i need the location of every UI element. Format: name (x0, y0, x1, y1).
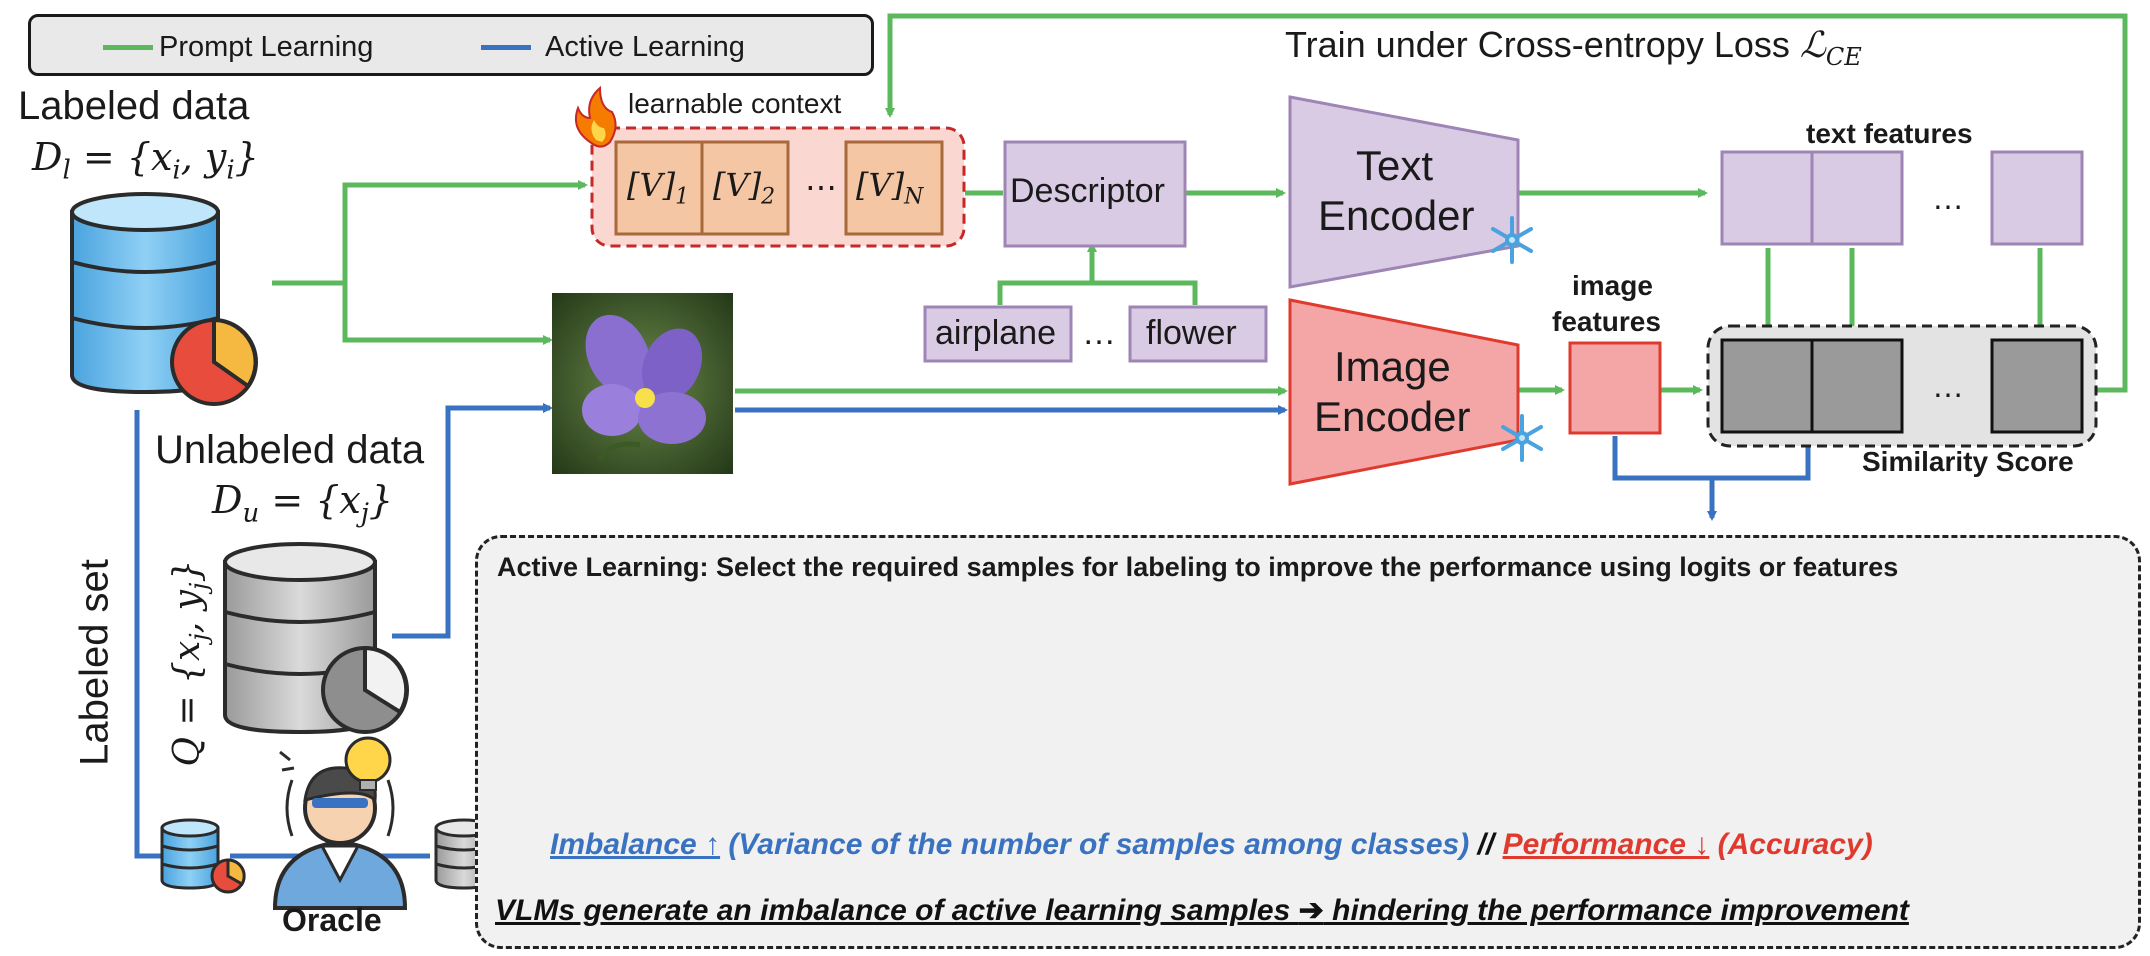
formula-q-end: } (166, 559, 208, 583)
imbalance-line: Imbalance ↑ (Variance of the number of s… (550, 828, 1873, 862)
oracle-person-icon (272, 736, 408, 910)
text-features-label: text features (1806, 118, 1973, 149)
image-feature-box (1568, 341, 1662, 435)
loss-label: Train under Cross-entropy Loss ℒCE (1285, 24, 1862, 71)
formula-q: Q = {x (166, 640, 208, 767)
loss-text: Train under Cross-entropy Loss (1285, 24, 1790, 65)
loss-symbol: ℒ (1799, 25, 1826, 66)
text-features-boxes (1720, 150, 2084, 246)
formula-d: D (32, 135, 63, 179)
performance-text: Performance ↓ (1502, 828, 1710, 861)
imbalance-desc: (Variance of the number of samples among… (720, 828, 1478, 861)
separator: // (1477, 828, 1495, 861)
learnable-context-label: learnable context (628, 88, 842, 119)
token-n-sub: N (904, 184, 924, 210)
prompt-learning-legend-line (103, 45, 153, 50)
flower-image (552, 293, 733, 474)
labeled-data-formula: Dl = {xi, yi} (32, 135, 259, 186)
image-features-label-2: features (1552, 306, 1661, 337)
active-learning-legend-label: Active Learning (545, 31, 745, 63)
legend: Prompt Learning Active Learning (28, 14, 874, 76)
similarity-label: Similarity Score (1862, 446, 2074, 477)
conclusion-part-a: VLMs generate an imbalance of active lea… (495, 894, 1299, 927)
token-2-text: [V] (713, 166, 762, 204)
formula-du: D (212, 478, 243, 522)
loss-subscript: CE (1825, 43, 1862, 72)
labeled-set-formula: Q = {xj, yj} (167, 533, 213, 793)
formula-rhs: = {x (82, 135, 173, 179)
active-learning-panel (475, 535, 2141, 949)
context-token-1: [V]1 (627, 166, 689, 209)
text-encoder-label-2: Encoder (1318, 192, 1475, 239)
labeled-set-title: Labeled set (72, 559, 117, 766)
labeled-database-icon (70, 192, 258, 406)
context-dots: ⋯ (805, 169, 837, 205)
formula-sub-l: l (62, 155, 71, 186)
formula-comma: , y (180, 135, 227, 179)
text-encoder-label-1: Text (1356, 142, 1434, 189)
small-labeled-database-icon (160, 818, 246, 894)
token-1-sub: 1 (675, 184, 690, 210)
formula-end: } (234, 135, 259, 179)
active-learning-title: Active Learning: Select the required sam… (497, 552, 1899, 582)
context-token-2: [V]2 (713, 166, 775, 209)
text-features-dots: … (1932, 180, 1964, 216)
formula-q-sub-j2: j (185, 582, 214, 591)
formula-q-sub-j: j (185, 633, 214, 641)
formula-sub-j: j (360, 498, 369, 529)
descriptor-label: Descriptor (1010, 172, 1165, 210)
unlabeled-data-formula: Du = {xj} (212, 478, 393, 529)
unlabeled-data-title: Unlabeled data (155, 428, 425, 472)
similarity-dots: … (1932, 368, 1964, 404)
formula-sub-i: i (172, 155, 181, 186)
snowflake-icon (1501, 414, 1543, 462)
airplane-label: airplane (935, 314, 1056, 352)
classes-dots: … (1082, 314, 1116, 352)
conclusion-part-b: hindering the performance improvement (1323, 894, 1909, 927)
context-token-n: [V]N (856, 166, 923, 209)
formula-sub-u: u (242, 498, 260, 529)
oracle-label: Oracle (282, 902, 382, 938)
token-n-text: [V] (856, 166, 905, 204)
token-1-text: [V] (627, 166, 676, 204)
unlabeled-database-icon (223, 542, 409, 735)
descriptor-box (1003, 140, 1187, 248)
formula-rhs-u: = {x (271, 478, 361, 522)
formula-end-u: } (368, 478, 394, 522)
text-encoder-shape (1288, 95, 1520, 289)
performance-desc: (Accuracy) (1709, 828, 1873, 861)
formula-q-comma: , y (166, 590, 208, 634)
learnable-context-group (590, 126, 966, 248)
flower-class-box (1128, 305, 1268, 363)
conclusion-line: VLMs generate an imbalance of active lea… (495, 893, 1909, 928)
labeled-data-title: Labeled data (18, 84, 250, 128)
formula-sub-i2: i (226, 155, 235, 186)
snowflake-icon (1491, 216, 1533, 264)
token-2-sub: 2 (761, 184, 776, 210)
image-features-label-1: image (1572, 270, 1653, 301)
fire-icon (574, 85, 617, 148)
image-encoder-label-1: Image (1334, 343, 1451, 390)
conclusion-arrow: ➔ (1298, 894, 1324, 927)
active-learning-legend-line (481, 45, 531, 50)
image-encoder-shape (1288, 298, 1520, 486)
airplane-class-box (923, 305, 1073, 363)
flower-label: flower (1146, 314, 1237, 352)
imbalance-text: Imbalance ↑ (550, 828, 721, 861)
similarity-score-group (1706, 324, 2098, 448)
image-encoder-label-2: Encoder (1314, 393, 1471, 440)
green-flow-lines (272, 13, 2128, 396)
prompt-learning-legend-label: Prompt Learning (159, 31, 374, 63)
